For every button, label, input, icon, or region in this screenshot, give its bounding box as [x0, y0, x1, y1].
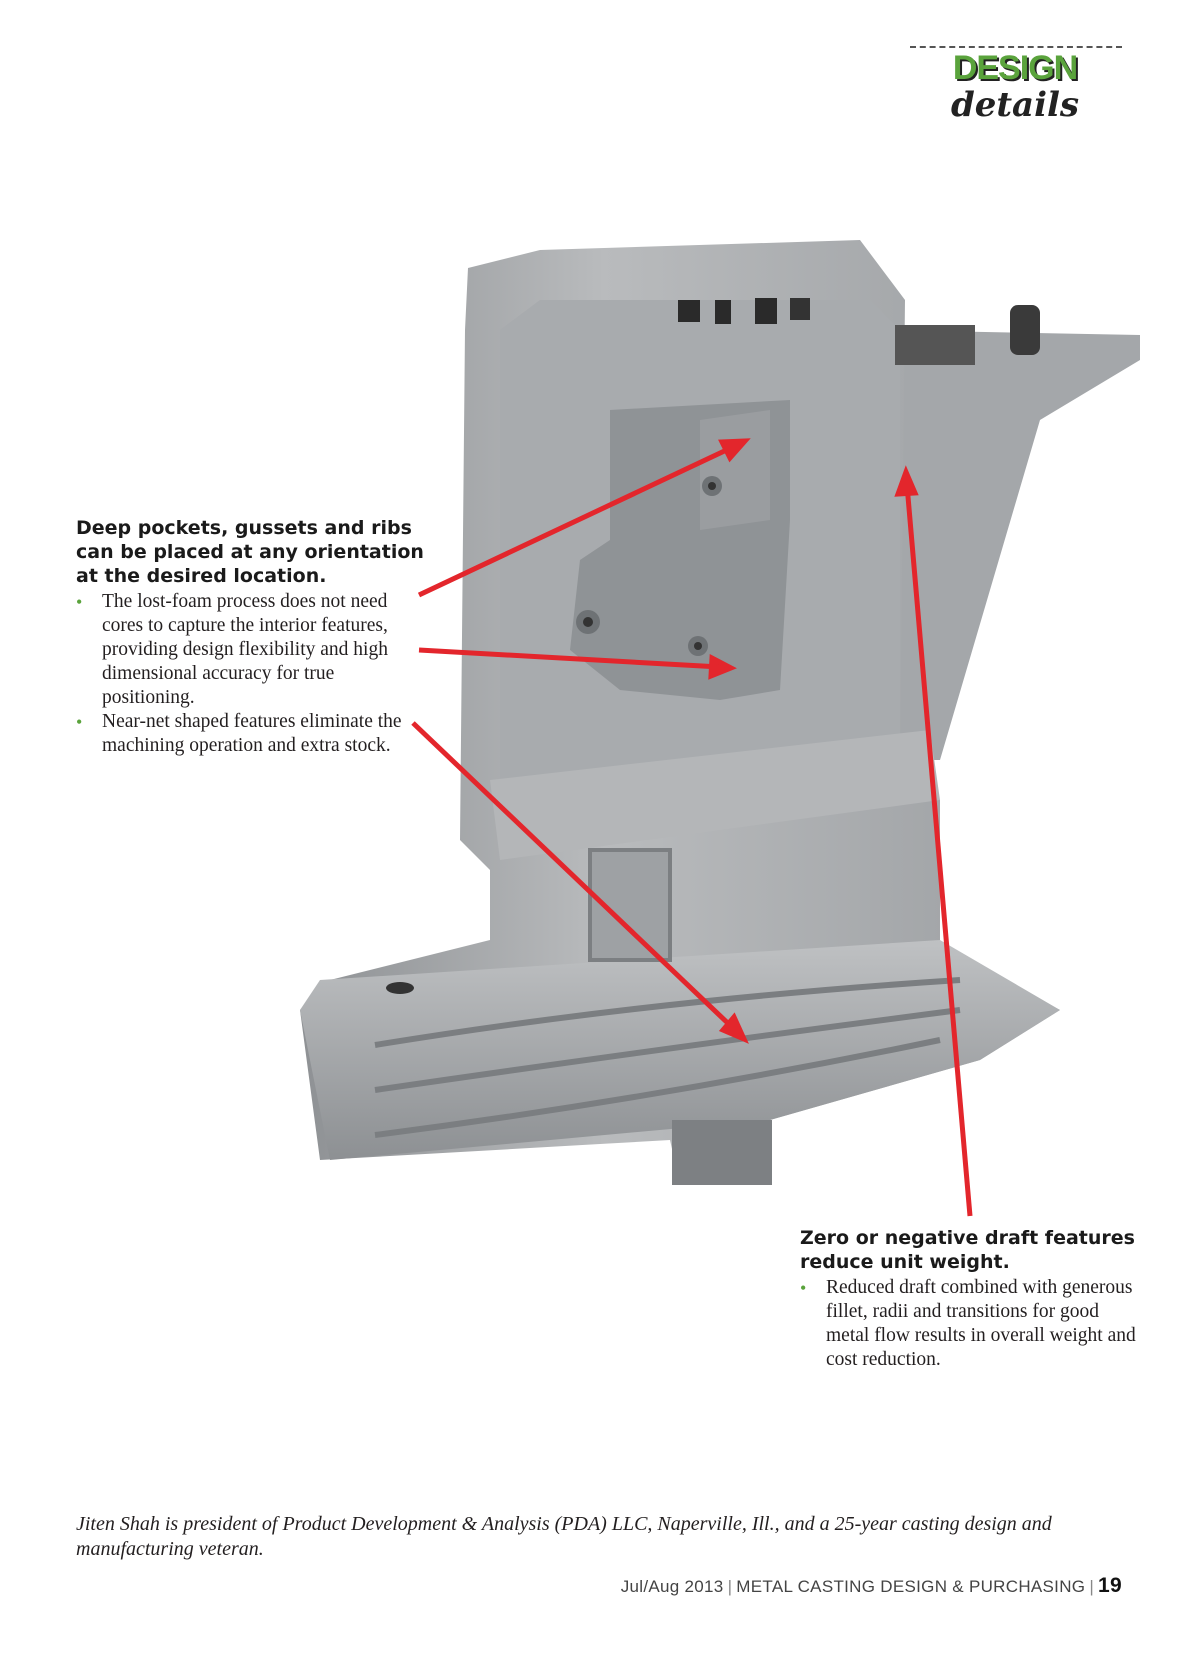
section-logo: DESIGN details — [940, 50, 1090, 124]
arrow-head-2 — [708, 653, 737, 680]
bullet-text: Near-net shaped features eliminate the m… — [102, 711, 402, 756]
callout-pockets: Deep pockets, gussets and ribs can be pl… — [76, 516, 426, 758]
bullet-text: The lost-foam process does not need core… — [102, 591, 388, 708]
arrow-1 — [417, 443, 737, 598]
logo-details: details — [950, 85, 1080, 125]
arrow-head-1 — [718, 438, 751, 463]
arrow-4 — [904, 484, 973, 1217]
callout-heading: Zero or negative draft features reduce u… — [800, 1227, 1135, 1273]
arrow-2 — [418, 647, 721, 670]
page-footer: Jul/Aug 2013|METAL CASTING DESIGN & PURC… — [620, 1574, 1122, 1597]
footer-publication: METAL CASTING DESIGN & PURCHASING — [736, 1577, 1086, 1596]
callout-arrows — [411, 438, 973, 1217]
bullet-text: Reduced draft combined with generous fil… — [826, 1277, 1136, 1370]
bullet-icon: • — [76, 592, 83, 612]
bullet-item: • Near-net shaped features eliminate the … — [76, 710, 426, 758]
callout-draft: Zero or negative draft features reduce u… — [800, 1226, 1140, 1372]
bullet-item: • The lost-foam process does not need cor… — [76, 590, 426, 710]
page-number: 19 — [1098, 1574, 1122, 1597]
callout-heading: Deep pockets, gussets and ribs can be pl… — [76, 517, 424, 587]
arrow-head-4 — [894, 465, 919, 497]
author-note: Jiten Shah is president of Product Devel… — [76, 1513, 1052, 1560]
footer-issue: Jul/Aug 2013 — [620, 1577, 724, 1596]
arrow-3 — [411, 721, 737, 1032]
header-dashed-rule — [910, 46, 1122, 48]
bullet-item: • Reduced draft combined with generous fi… — [800, 1276, 1140, 1372]
bullet-icon: • — [76, 712, 83, 732]
arrow-head-3 — [718, 1012, 749, 1044]
bullet-icon: • — [800, 1278, 807, 1298]
logo-design: DESIGN — [952, 49, 1078, 87]
